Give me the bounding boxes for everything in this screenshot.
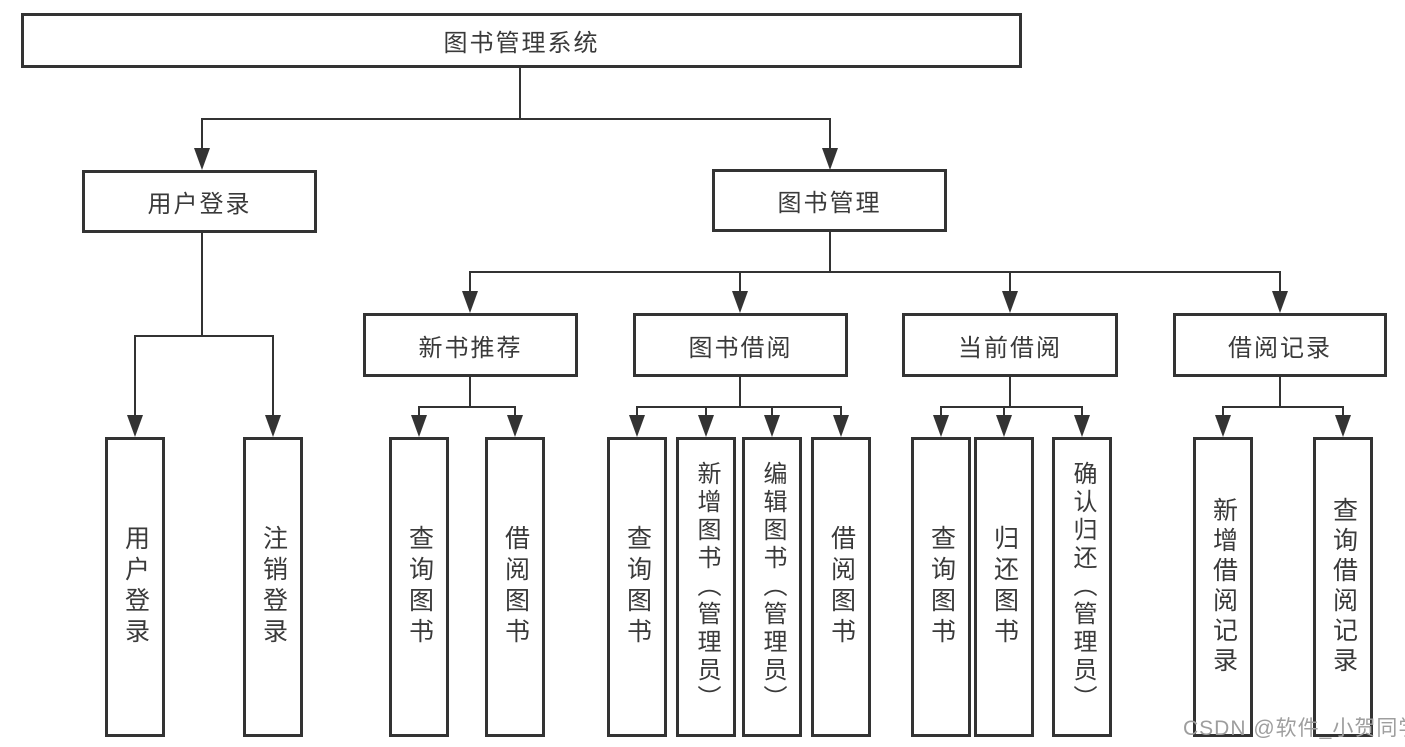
arrowhead-user-login — [194, 148, 210, 170]
edge-new-book-recommend-trunk — [469, 377, 471, 407]
leaf-return-book: 归还图书 — [974, 437, 1034, 737]
edge-current-borrow-bus — [940, 406, 1083, 408]
arrowhead-leaf-query-book-1 — [411, 415, 427, 437]
leaf-logout-label: 注销登录 — [259, 525, 288, 649]
edge-book-management-trunk — [829, 232, 831, 273]
leaf-borrow-book-2-label: 借阅图书 — [827, 525, 856, 649]
node-user-login-label: 用户登录 — [147, 191, 252, 218]
edge-book-management-bus — [469, 271, 1281, 273]
arrowhead-current-borrow — [1002, 291, 1018, 313]
edge-current-borrow-trunk — [1009, 377, 1011, 407]
node-new-book-recommend: 新书推荐 — [363, 313, 578, 377]
edge-to-leaf-logout — [272, 335, 274, 416]
node-new-book-recommend-label: 新书推荐 — [418, 334, 523, 362]
leaf-add-book-admin: 新增图书（管理员） — [676, 437, 736, 737]
arrowhead-leaf-confirm-return — [1074, 415, 1090, 437]
edge-new-book-recommend-bus — [418, 406, 516, 408]
leaf-query-book-borrow-label: 查询图书 — [623, 525, 652, 649]
edge-root-bus — [201, 118, 831, 120]
arrowhead-leaf-edit-book — [764, 415, 780, 437]
edge-to-leaf-add-record — [1222, 406, 1224, 416]
edge-to-leaf-confirm-return — [1081, 406, 1083, 416]
leaf-borrow-book-recommend-label: 借阅图书 — [501, 525, 530, 649]
leaf-add-book-admin-label: 新增图书（管理员） — [693, 461, 720, 713]
edge-to-leaf-query-book-2 — [636, 406, 638, 416]
node-root-label: 图书管理系统 — [443, 30, 600, 57]
csdn-watermark: CSDN @软件_小贺同学 — [1183, 717, 1405, 740]
leaf-query-book-recommend: 查询图书 — [389, 437, 449, 737]
leaf-query-book-recommend-label: 查询图书 — [405, 525, 434, 649]
node-current-borrow: 当前借阅 — [902, 313, 1118, 377]
arrowhead-leaf-query-record — [1335, 415, 1351, 437]
node-root-library-system: 图书管理系统 — [21, 13, 1022, 68]
node-borrow-records-label: 借阅记录 — [1228, 334, 1332, 362]
arrowhead-leaf-user-login — [127, 415, 143, 437]
edge-root-trunk — [519, 68, 521, 119]
leaf-edit-book-admin: 编辑图书（管理员） — [742, 437, 802, 737]
edge-to-leaf-borrow-book-1 — [514, 406, 516, 416]
arrowhead-leaf-add-book — [698, 415, 714, 437]
arrowhead-leaf-borrow-book-2 — [833, 415, 849, 437]
node-book-management-label: 图书管理 — [777, 190, 882, 217]
arrowhead-leaf-borrow-book-1 — [507, 415, 523, 437]
leaf-borrow-book-2: 借阅图书 — [811, 437, 871, 737]
leaf-query-book-current-label: 查询图书 — [927, 525, 956, 649]
edge-to-borrow-records — [1279, 271, 1281, 293]
leaf-user-login: 用户登录 — [105, 437, 165, 737]
leaf-return-book-label: 归还图书 — [990, 525, 1019, 649]
arrowhead-new-book-recommend — [462, 291, 478, 313]
edge-root-to-user-login — [201, 118, 203, 150]
leaf-user-login-label: 用户登录 — [121, 525, 150, 649]
leaf-query-borrow-record-label: 查询借阅记录 — [1329, 497, 1358, 677]
edge-to-leaf-borrow-book-2 — [840, 406, 842, 416]
edge-to-leaf-user-login — [134, 335, 136, 416]
edge-user-login-bus — [134, 335, 274, 337]
node-book-management: 图书管理 — [712, 169, 947, 232]
edge-to-leaf-edit-book — [771, 406, 773, 416]
arrowhead-leaf-query-book-2 — [629, 415, 645, 437]
edge-book-borrow-bus — [636, 406, 842, 408]
edge-to-leaf-query-book-1 — [418, 406, 420, 416]
leaf-confirm-return-admin-label: 确认归还（管理员） — [1069, 461, 1096, 713]
leaf-add-borrow-record: 新增借阅记录 — [1193, 437, 1253, 737]
leaf-query-borrow-record: 查询借阅记录 — [1313, 437, 1373, 737]
arrowhead-borrow-records — [1272, 291, 1288, 313]
edge-to-current-borrow — [1009, 271, 1011, 293]
edge-to-leaf-query-record — [1342, 406, 1344, 416]
leaf-query-book-current: 查询图书 — [911, 437, 971, 737]
edge-borrow-records-trunk — [1279, 377, 1281, 407]
leaf-confirm-return-admin: 确认归还（管理员） — [1052, 437, 1112, 737]
node-book-borrow-label: 图书借阅 — [688, 334, 793, 362]
arrowhead-leaf-logout — [265, 415, 281, 437]
leaf-edit-book-admin-label: 编辑图书（管理员） — [759, 461, 786, 713]
edge-to-leaf-query-book-3 — [940, 406, 942, 416]
arrowhead-leaf-query-book-3 — [933, 415, 949, 437]
leaf-add-borrow-record-label: 新增借阅记录 — [1209, 497, 1238, 677]
edge-to-leaf-return-book — [1003, 406, 1005, 416]
node-borrow-records: 借阅记录 — [1173, 313, 1387, 377]
node-current-borrow-label: 当前借阅 — [958, 334, 1062, 362]
arrowhead-book-borrow — [732, 291, 748, 313]
edge-book-borrow-trunk — [739, 377, 741, 407]
edge-to-new-book-recommend — [469, 271, 471, 293]
edge-root-to-book-management — [829, 118, 831, 150]
leaf-query-book-borrow: 查询图书 — [607, 437, 667, 737]
edge-user-login-trunk — [201, 233, 203, 336]
leaf-borrow-book-recommend: 借阅图书 — [485, 437, 545, 737]
edge-borrow-records-bus — [1222, 406, 1344, 408]
node-book-borrow: 图书借阅 — [633, 313, 848, 377]
leaf-logout: 注销登录 — [243, 437, 303, 737]
edge-to-leaf-add-book — [705, 406, 707, 416]
node-user-login: 用户登录 — [82, 170, 317, 233]
arrowhead-leaf-add-record — [1215, 415, 1231, 437]
edge-to-book-borrow — [739, 271, 741, 293]
arrowhead-leaf-return-book — [996, 415, 1012, 437]
arrowhead-book-management — [822, 148, 838, 170]
